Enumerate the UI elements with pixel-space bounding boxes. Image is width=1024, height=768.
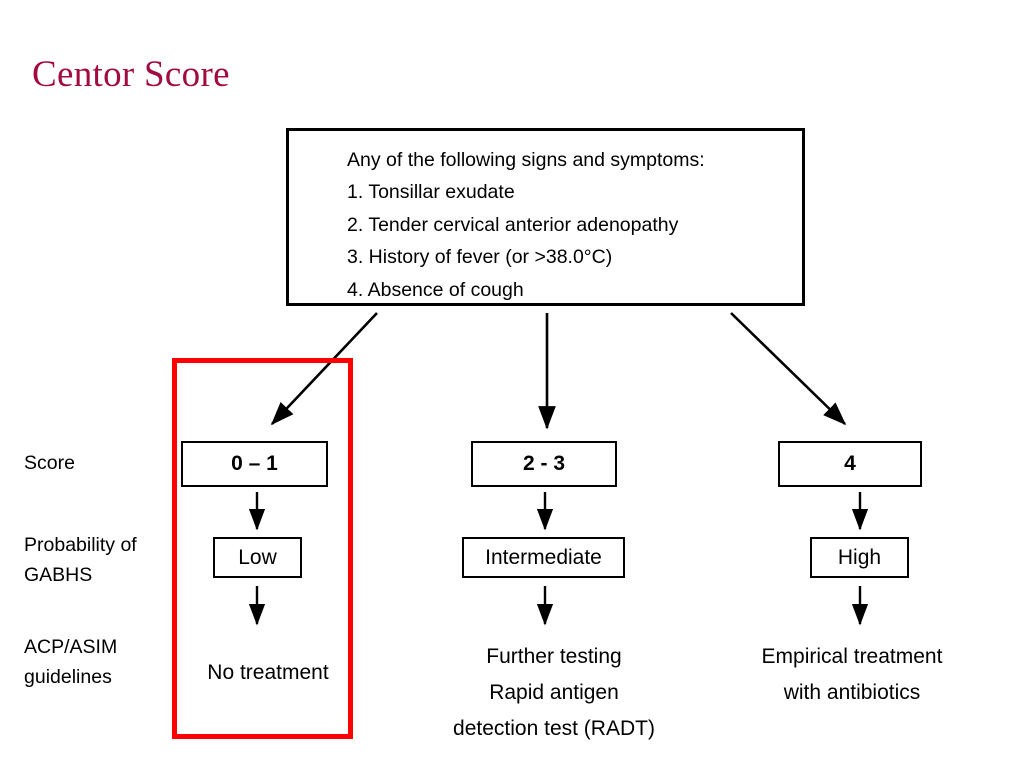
criteria-item-3: 3. History of fever (or >38.0°C) xyxy=(347,246,613,269)
probability-box-high: High xyxy=(810,537,909,578)
guideline-text-column-3: Empirical treatment with antibiotics xyxy=(738,639,966,711)
criteria-item-1: 1. Tonsillar exudate xyxy=(347,181,515,204)
guideline-line: No treatment xyxy=(207,661,329,684)
row-label-probability-line-1: Probability of xyxy=(24,534,137,556)
row-label-probability-line-2: GABHS xyxy=(24,564,93,586)
row-label-probability: Probability of GABHS xyxy=(24,530,137,590)
score-box-low: 0 – 1 xyxy=(181,441,328,487)
guideline-text-column-1: No treatment xyxy=(193,655,343,691)
row-label-score: Score xyxy=(24,452,75,474)
criteria-item-4: 4. Absence of cough xyxy=(347,278,524,301)
guideline-line: Further testing xyxy=(486,645,622,668)
guideline-text-column-2: Further testing Rapid antigen detection … xyxy=(428,639,680,747)
score-box-high: 4 xyxy=(778,441,922,487)
guideline-line: Rapid antigen xyxy=(489,681,619,704)
criteria-item-2: 2. Tender cervical anterior adenopathy xyxy=(347,213,679,236)
criteria-heading: Any of the following signs and symptoms: xyxy=(347,149,705,171)
probability-box-intermediate: Intermediate xyxy=(462,537,625,578)
highlight-rectangle xyxy=(172,358,353,739)
row-label-guidelines: ACP/ASIM guidelines xyxy=(24,632,117,692)
score-box-intermediate: 2 - 3 xyxy=(471,441,617,487)
row-label-guidelines-line-2: guidelines xyxy=(24,666,112,688)
probability-box-low: Low xyxy=(213,537,302,578)
criteria-box: Any of the following signs and symptoms:… xyxy=(286,128,805,306)
guideline-line: detection test (RADT) xyxy=(453,717,655,740)
criteria-list: Any of the following signs and symptoms:… xyxy=(347,144,705,306)
guideline-line: Empirical treatment xyxy=(761,645,943,668)
page-title: Centor Score xyxy=(32,54,230,95)
row-label-guidelines-line-1: ACP/ASIM xyxy=(24,636,118,658)
guideline-line: with antibiotics xyxy=(783,681,921,704)
arrow-criteria-to-score-3 xyxy=(730,312,847,426)
